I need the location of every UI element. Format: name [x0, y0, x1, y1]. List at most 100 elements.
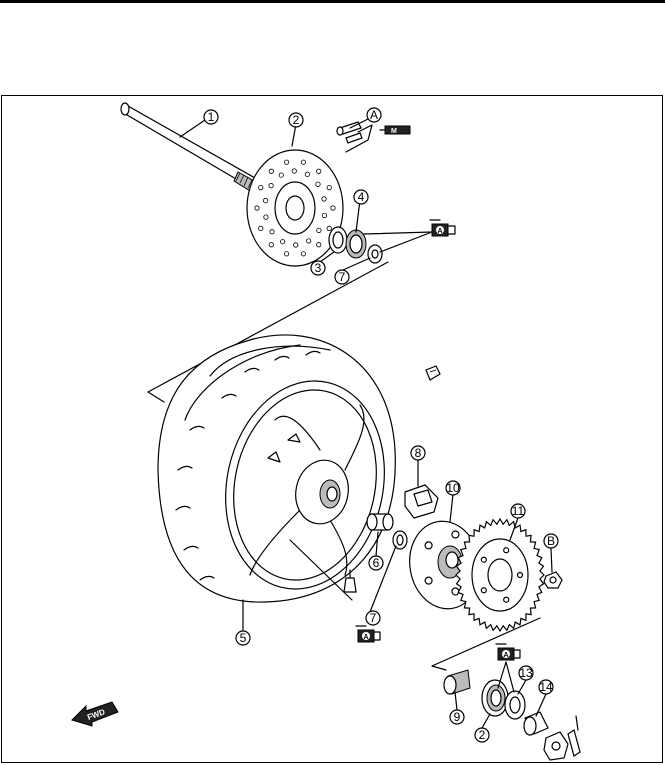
disc-hole [300, 159, 307, 165]
callout-10: 10 [445, 480, 461, 496]
disc-hole [316, 242, 322, 248]
svg-text:B: B [547, 534, 555, 548]
callout-5: 5 [235, 630, 251, 646]
sprocket-hole [503, 596, 510, 603]
tire-tread [183, 545, 199, 551]
svg-text:11: 11 [512, 504, 525, 518]
svg-text:5: 5 [240, 631, 247, 645]
sprocket-hole [516, 571, 524, 579]
disc-hole [283, 159, 290, 165]
grease-icon-bottom: A [495, 643, 521, 661]
svg-text:4: 4 [358, 190, 365, 204]
svg-text:A: A [363, 634, 368, 641]
disc-hole [268, 183, 274, 189]
callout-8: 8 [410, 445, 426, 461]
disc-hole [304, 171, 310, 177]
torque-icon: M [379, 125, 411, 135]
axle [120, 102, 257, 193]
disc-hole [258, 225, 264, 231]
disc-hole [269, 229, 275, 235]
svg-text:9: 9 [454, 710, 461, 724]
svg-text:M: M [391, 128, 397, 135]
bearing-7-bottom [392, 530, 408, 550]
svg-text:A: A [503, 652, 508, 659]
disc-hole [315, 181, 321, 187]
sprocket-hole [480, 587, 487, 594]
leader-lines [179, 118, 553, 729]
disc-hole [321, 212, 328, 218]
svg-text:7: 7 [339, 270, 346, 284]
callout-13: 13 [518, 665, 534, 681]
callout-7-bottom: 7 [365, 610, 381, 626]
tire-tread [244, 367, 260, 373]
collar-6 [366, 513, 394, 531]
svg-text:3: 3 [315, 261, 322, 275]
cotter-pin [567, 715, 581, 757]
disc-hole [283, 251, 290, 257]
callout-b: B [543, 533, 559, 549]
bearing-4 [345, 229, 367, 259]
callout-7-top: 7 [334, 269, 350, 285]
disc-hole [330, 205, 336, 211]
sprocket-hole [503, 547, 510, 554]
disc-hole [291, 168, 297, 174]
dust-seal-3 [328, 226, 348, 254]
brake-disc [246, 149, 344, 267]
hub-stud [424, 576, 433, 585]
disc-hole [258, 185, 264, 191]
svg-text:2: 2 [479, 728, 486, 742]
hub-stud [424, 541, 433, 550]
hub-stud [451, 530, 460, 539]
svg-text:14: 14 [539, 680, 553, 694]
disc-hole [268, 242, 274, 248]
disc-hole [316, 168, 322, 174]
fwd-arrow-icon: FWD [71, 701, 119, 727]
sprocket-hole [480, 556, 487, 563]
callout-2-bottom: 2 [474, 727, 490, 743]
disc-hole [268, 168, 274, 174]
disc-hole [263, 214, 269, 220]
dust-seal-2 [481, 679, 509, 717]
sprocket-nut [543, 571, 563, 589]
bearing-13 [504, 690, 526, 720]
callout-3: 3 [310, 260, 326, 276]
callout-6: 6 [368, 555, 384, 571]
balance-weight [425, 365, 441, 381]
tire-tread [199, 575, 215, 581]
callout-a: A [366, 107, 382, 123]
svg-text:10: 10 [446, 481, 460, 495]
damper-8 [404, 484, 439, 519]
header-rule [0, 0, 665, 3]
tire-tread [177, 465, 193, 471]
spacer-14 [523, 711, 549, 736]
disc-hole [293, 242, 299, 248]
tire-tread [305, 350, 321, 356]
axle-nut [543, 731, 569, 761]
disc-hole [278, 172, 284, 178]
hub-stud [451, 587, 460, 596]
disc-hole [321, 196, 327, 202]
tire-tread [221, 393, 237, 399]
svg-text:1: 1 [208, 110, 215, 124]
sprocket-11 [455, 517, 545, 633]
svg-text:A: A [370, 108, 378, 122]
svg-text:6: 6 [373, 556, 380, 570]
disc-hole [326, 225, 332, 231]
collar-9 [443, 669, 471, 695]
tire-tread [189, 425, 205, 431]
svg-text:7: 7 [370, 611, 377, 625]
tire-tread [175, 505, 191, 511]
valve [343, 569, 357, 593]
grease-icon: A [429, 219, 456, 237]
callout-14: 14 [538, 679, 554, 695]
disc-hole [300, 251, 307, 257]
disc-hole [280, 239, 286, 245]
grease-icon-middle: A [355, 625, 381, 643]
svg-text:A: A [437, 228, 442, 235]
callout-9: 9 [449, 709, 465, 725]
callout-2-top: 2 [288, 112, 304, 128]
disc-hole [262, 198, 269, 204]
svg-text:2: 2 [293, 113, 300, 127]
callout-11: 11 [510, 503, 526, 519]
